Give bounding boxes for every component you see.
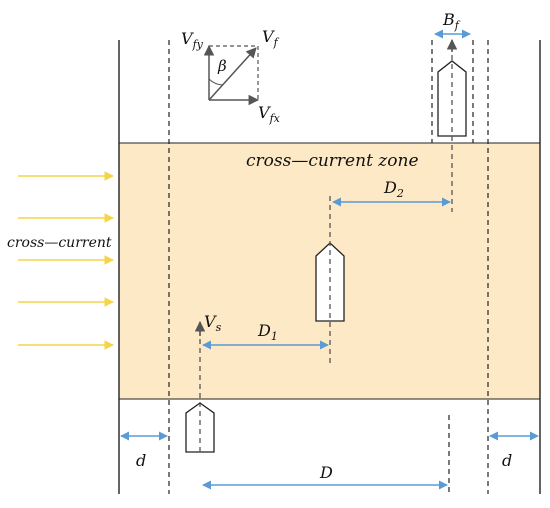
vfy-label: Vfy: [181, 29, 204, 51]
bf-label: Bf: [442, 10, 461, 32]
dimension-arrows: [120, 29, 539, 490]
d-right-label: d: [502, 451, 512, 470]
vf-label: Vf: [262, 27, 280, 49]
ship-start: [185, 320, 215, 453]
d-total-label: D: [319, 463, 333, 482]
velocity-vector-diagram: [203, 44, 260, 106]
ship-middle: [315, 196, 345, 365]
cross-current-label: cross—current: [7, 235, 112, 251]
d2-label: D2: [383, 178, 404, 200]
beta-angle-arc: [208, 78, 224, 86]
d-left-label: d: [136, 451, 146, 470]
beta-label: β: [217, 57, 227, 75]
vf-vector: [208, 47, 257, 101]
ship-end: [437, 38, 467, 212]
vs-label: Vs: [204, 312, 222, 334]
cross-current-arrows: [18, 171, 114, 350]
vfx-label: Vfx: [258, 103, 281, 125]
zone-label: cross—current zone: [246, 151, 419, 171]
d1-label: D1: [257, 321, 278, 343]
